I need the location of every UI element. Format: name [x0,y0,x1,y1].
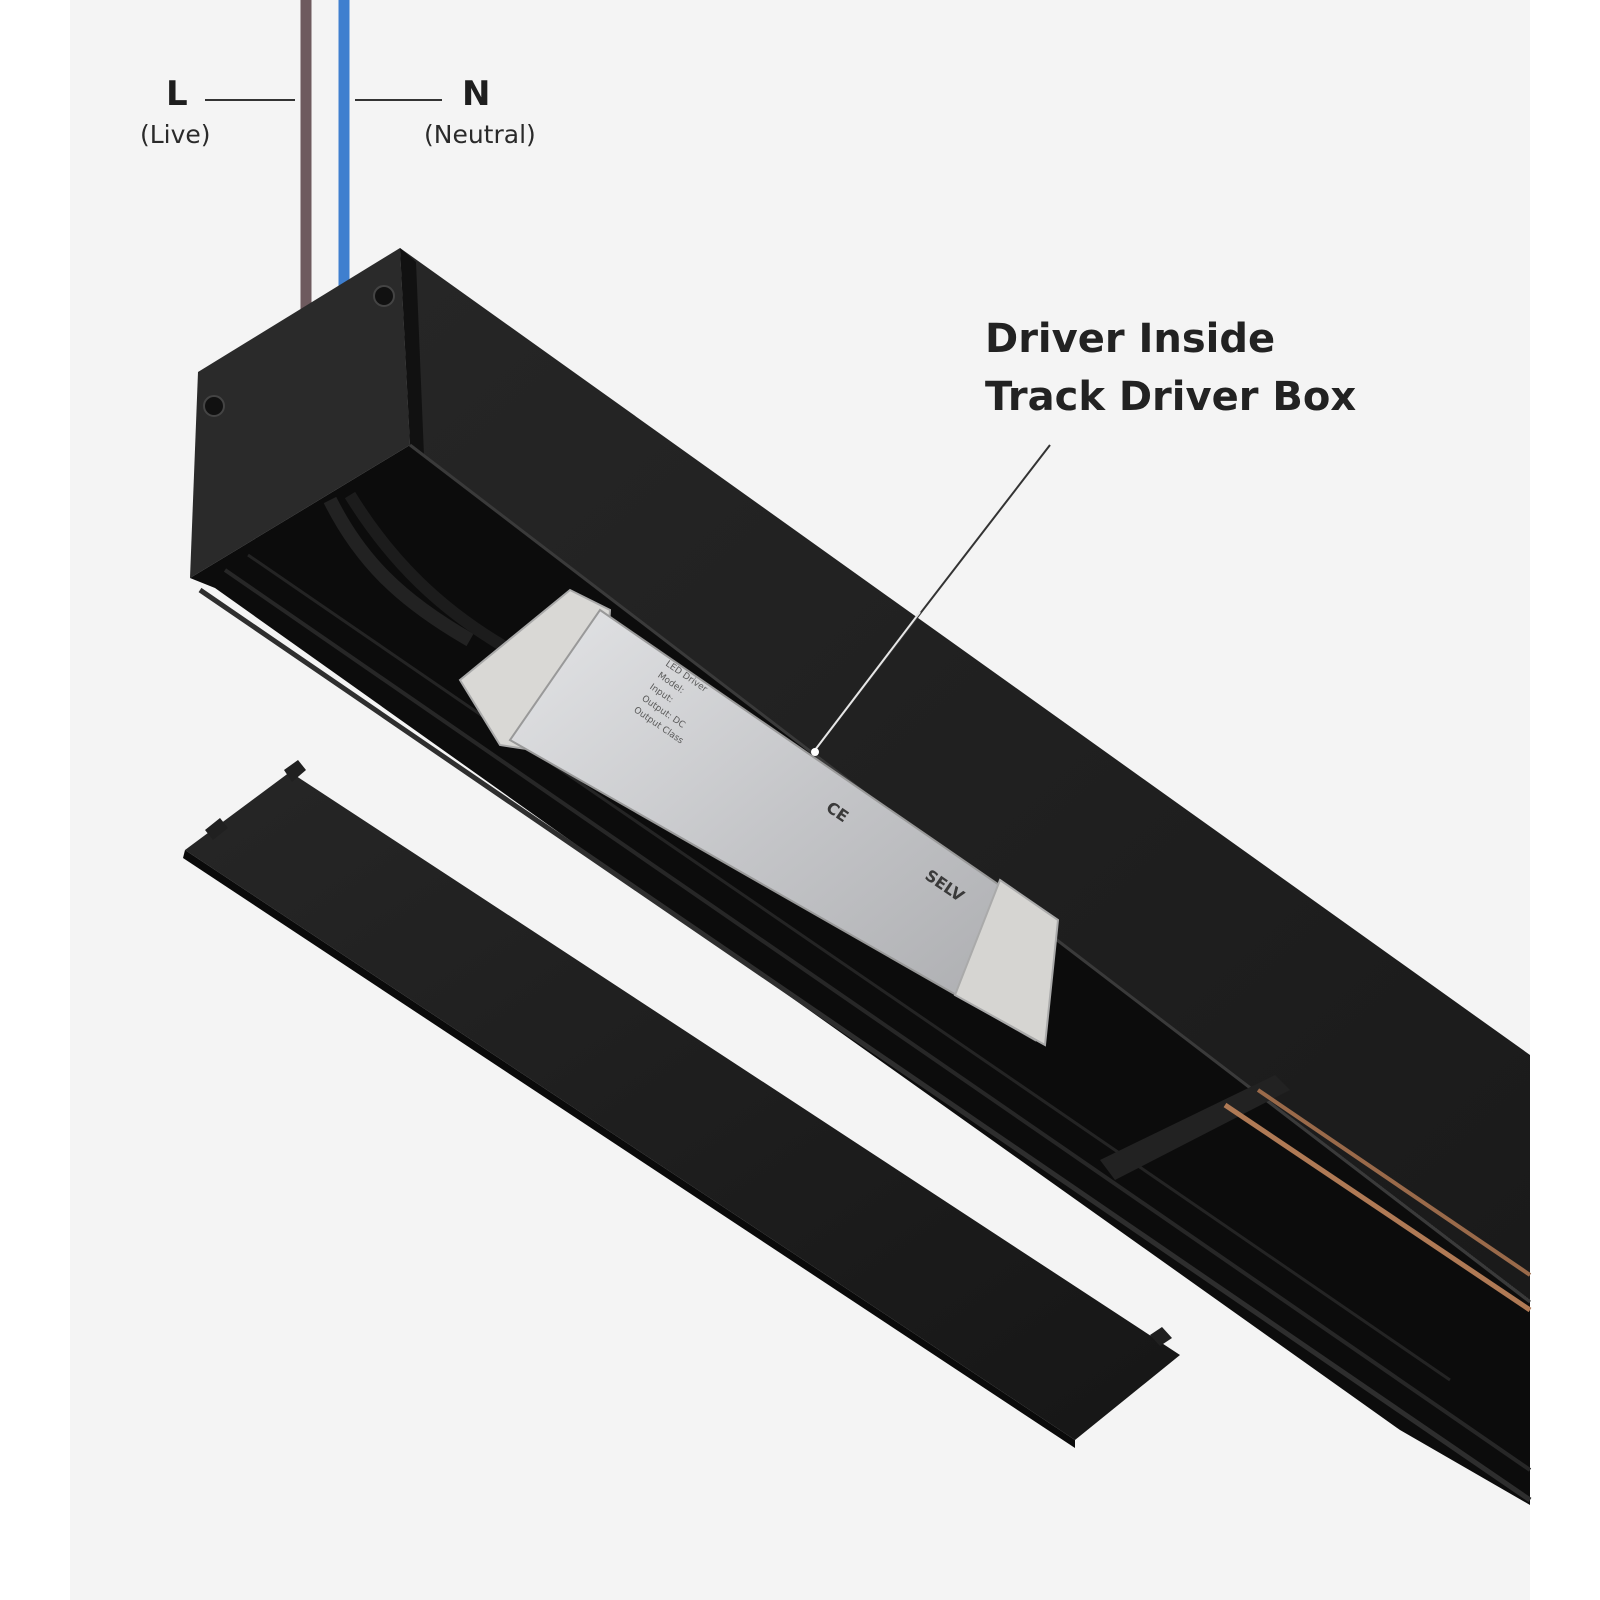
live-sublabel: (Live) [140,120,211,149]
neutral-label: N [462,74,491,114]
internal-cable-1 [323,496,474,647]
screw-left [203,395,225,417]
screw-top [373,285,395,307]
track-top-face [400,248,1530,1300]
copper-rail-2 [1256,1088,1532,1277]
internal-cable-2 [344,491,513,656]
neutral-sublabel: (Neutral) [424,120,536,149]
callout-title: Driver Inside Track Driver Box [985,310,1356,426]
callout-line2: Track Driver Box [985,374,1357,420]
cover-plate-edge [183,850,1075,1448]
channel-divider [1100,1075,1290,1180]
cover-plate-tab-1 [205,818,228,840]
end-cap-edge [400,248,424,456]
callout-leader-line-inner [814,611,921,751]
channel-rail-2 [223,568,1532,1472]
callout-anchor-dot [811,748,819,756]
channel-rail-1 [198,587,1532,1503]
callout-line1: Driver Inside [985,316,1276,362]
cover-plate-tab-2 [284,760,306,782]
copper-rail-1 [1223,1102,1532,1313]
channel-rail-3 [247,553,1451,1382]
cover-plate-tab-3 [1150,1327,1172,1346]
track-end-cap [190,248,410,578]
driver-end-block [953,878,1060,1047]
live-label: L [166,74,188,114]
cover-plate-top [185,772,1180,1440]
